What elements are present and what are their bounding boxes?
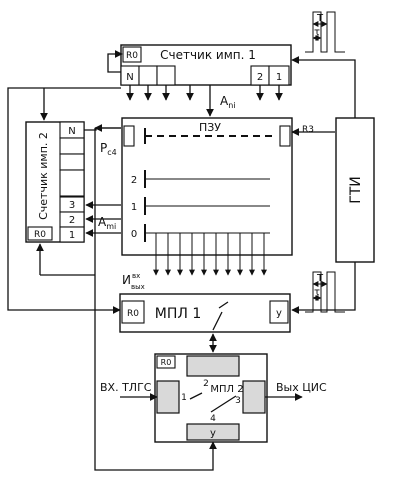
counter2-title: Счетчик имп. 2 (37, 132, 50, 220)
rom-block: ПЗУ R3 2 1 0 (121, 117, 314, 276)
mpl2-port-3: 3 (235, 396, 241, 406)
gti-block: ГТИ (335, 117, 375, 263)
mpl2-switch-icon (189, 392, 237, 413)
p-c4-label: Рc4 (100, 141, 117, 157)
mpl1-switch-icon (212, 301, 229, 331)
pulse-period-label: T (316, 13, 324, 24)
a-mi-label: Аmi (98, 215, 116, 231)
mpl2-port-2: 2 (203, 379, 209, 389)
rom-line-1: 1 (131, 202, 137, 213)
pulse-width-label: τ (314, 27, 320, 38)
mpl1-title: МПЛ 1 (155, 306, 202, 322)
counter-1: R0 Счетчик имп. 1 N 2 1 (120, 44, 292, 86)
mpl2-r0-label: R0 (161, 358, 172, 367)
counter1-title: Счетчик имп. 1 (160, 48, 256, 62)
mpl2-port-4: 4 (210, 414, 216, 424)
i-inout-label: Ивх (122, 272, 140, 287)
counter2-cell-n: N (68, 126, 75, 137)
pulse-period-label-2: T (316, 273, 324, 284)
mpl1-y-label: у (276, 308, 282, 319)
rom-rz-label: R3 (302, 125, 314, 135)
rom-line-0: 0 (131, 229, 137, 240)
counter2-cell-1: 1 (69, 230, 75, 241)
counter-2: N 3 2 1 R0 Счетчик имп. 2 (25, 121, 85, 243)
rom-readout-bits (153, 233, 267, 276)
mpl2-title: МПЛ 2 (210, 384, 243, 395)
gti-title: ГТИ (348, 176, 364, 204)
mpl2-y-label: у (210, 428, 216, 439)
a-ni-label: Аni (220, 94, 236, 110)
counter2-cell-2: 2 (69, 215, 75, 226)
pulse-legend-middle: T τ (305, 271, 345, 313)
i-out-sub-label: вых (131, 283, 145, 291)
counter2-r0-label: R0 (34, 230, 46, 240)
output-tsis-label: Вых ЦИС (276, 381, 327, 394)
counter1-cell-1: 1 (276, 72, 282, 83)
counter2-cell-3: 3 (69, 200, 75, 211)
pulse-width-label-2: τ (314, 287, 320, 298)
counter1-r0-label: R0 (126, 51, 138, 61)
pulse-legend-top: T τ (305, 11, 345, 53)
counter1-cell-2: 2 (257, 72, 263, 83)
input-tlgs-label: ВХ. ТЛГС (100, 381, 152, 394)
mpl-2: R0 у МПЛ 2 1 2 3 4 (154, 353, 268, 443)
mpl-1: R0 у МПЛ 1 (119, 293, 291, 333)
counter1-cell-n: N (126, 72, 133, 83)
mpl1-r0-label: R0 (127, 309, 139, 319)
rom-title: ПЗУ (199, 121, 221, 134)
mpl2-port-1: 1 (181, 393, 187, 403)
rom-line-2: 2 (131, 175, 137, 186)
